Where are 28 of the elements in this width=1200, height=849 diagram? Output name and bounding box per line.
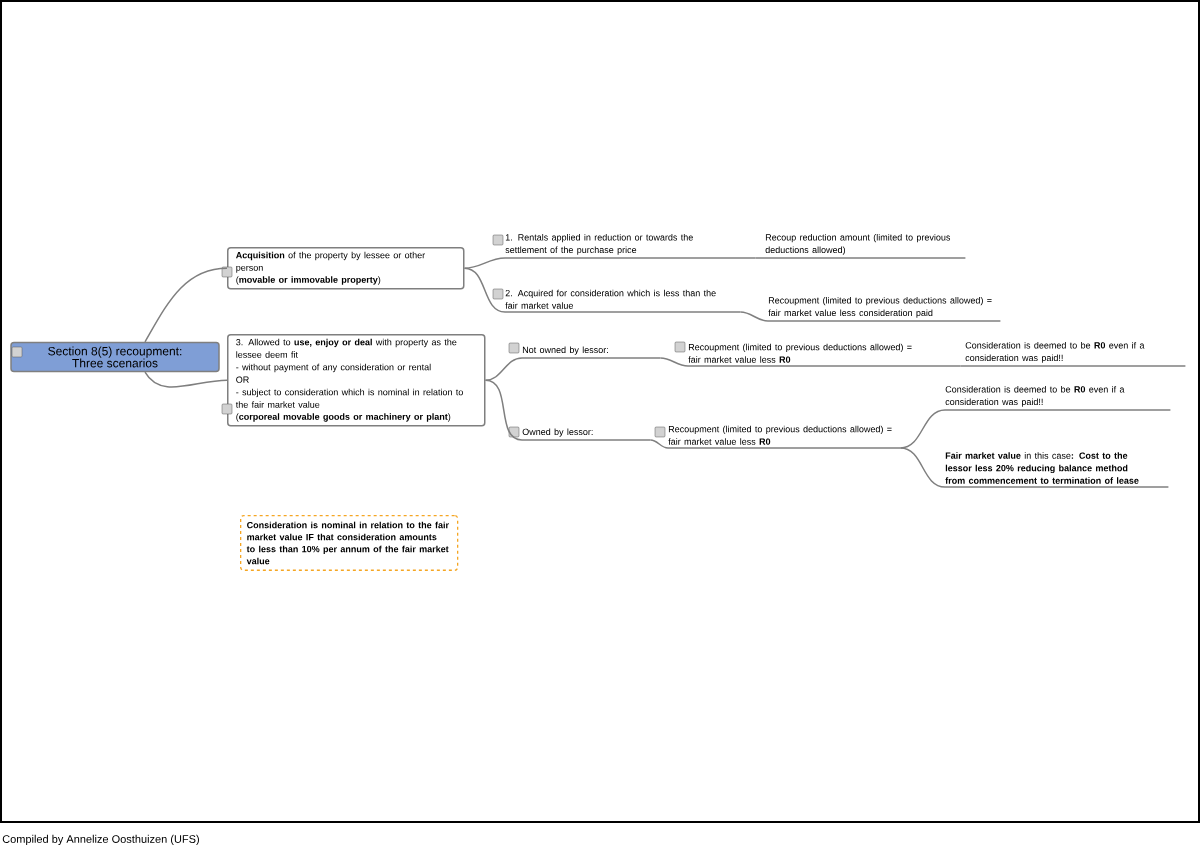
subtopic: Recoup reduction amount (limited to previous deductions allowed) [764,233,967,259]
connector [144,267,228,343]
topic-box: Acquisition of the property by lessee or other person (movable or immovable property) [227,247,465,290]
subtopic: Owned by lessor: [521,428,652,441]
subtopic: Not owned by lessor: [521,346,662,359]
subtopic: Recoupment (limited to previous deductions allowed) = fair market value less R0 [667,425,902,449]
connector [649,439,669,449]
connector [959,365,966,367]
connector [144,371,228,388]
note-box: Consideration is nominal in relation to the fair market value IF that consideration amounts to less than 10% per annum of the fair market value [240,515,459,571]
subtopic: Recoupment (limited to previous deductions allowed) = fair market value less R0 [687,343,962,367]
subtopic: Consideration is deemed to be R0 even if a consideration was paid!! [944,385,1172,411]
subtopic: 1. Rentals applied in reduction or towards the settlement of the purchase price [504,233,757,259]
subtopic: 2. Acquired for consideration which is less than the fair market value [504,289,742,313]
connector [659,357,689,367]
connector [463,257,506,269]
topic-box: 3. Allowed to use, enjoy or deal with property as the lessee deem fit - without payment of any consideration or rental OR - subject to consideration which is nominal in relation to the fair market value (corporeal movable goods or machinery or plant) [227,334,486,427]
subtopic: Consideration is deemed to be R0 even if a consideration was paid!! [964,341,1187,367]
credit-text: Compiled by Annelize Oosthuizen (UFS) [2,834,199,846]
subtopic: Recoupment (limited to previous deductions allowed) = fair market value less consideration paid [767,296,1002,322]
connector [484,357,523,381]
connector [899,447,946,488]
connector [754,257,766,259]
connector [484,379,523,441]
connector [463,267,506,313]
connector [739,311,769,322]
root-topic-box: Section 8(5) recoupment: Three scenarios [10,341,220,373]
subtopic: Fair market value in this case: Cost to the lessor less 20% reducing balance method from commencement to termination of lease [944,452,1170,488]
